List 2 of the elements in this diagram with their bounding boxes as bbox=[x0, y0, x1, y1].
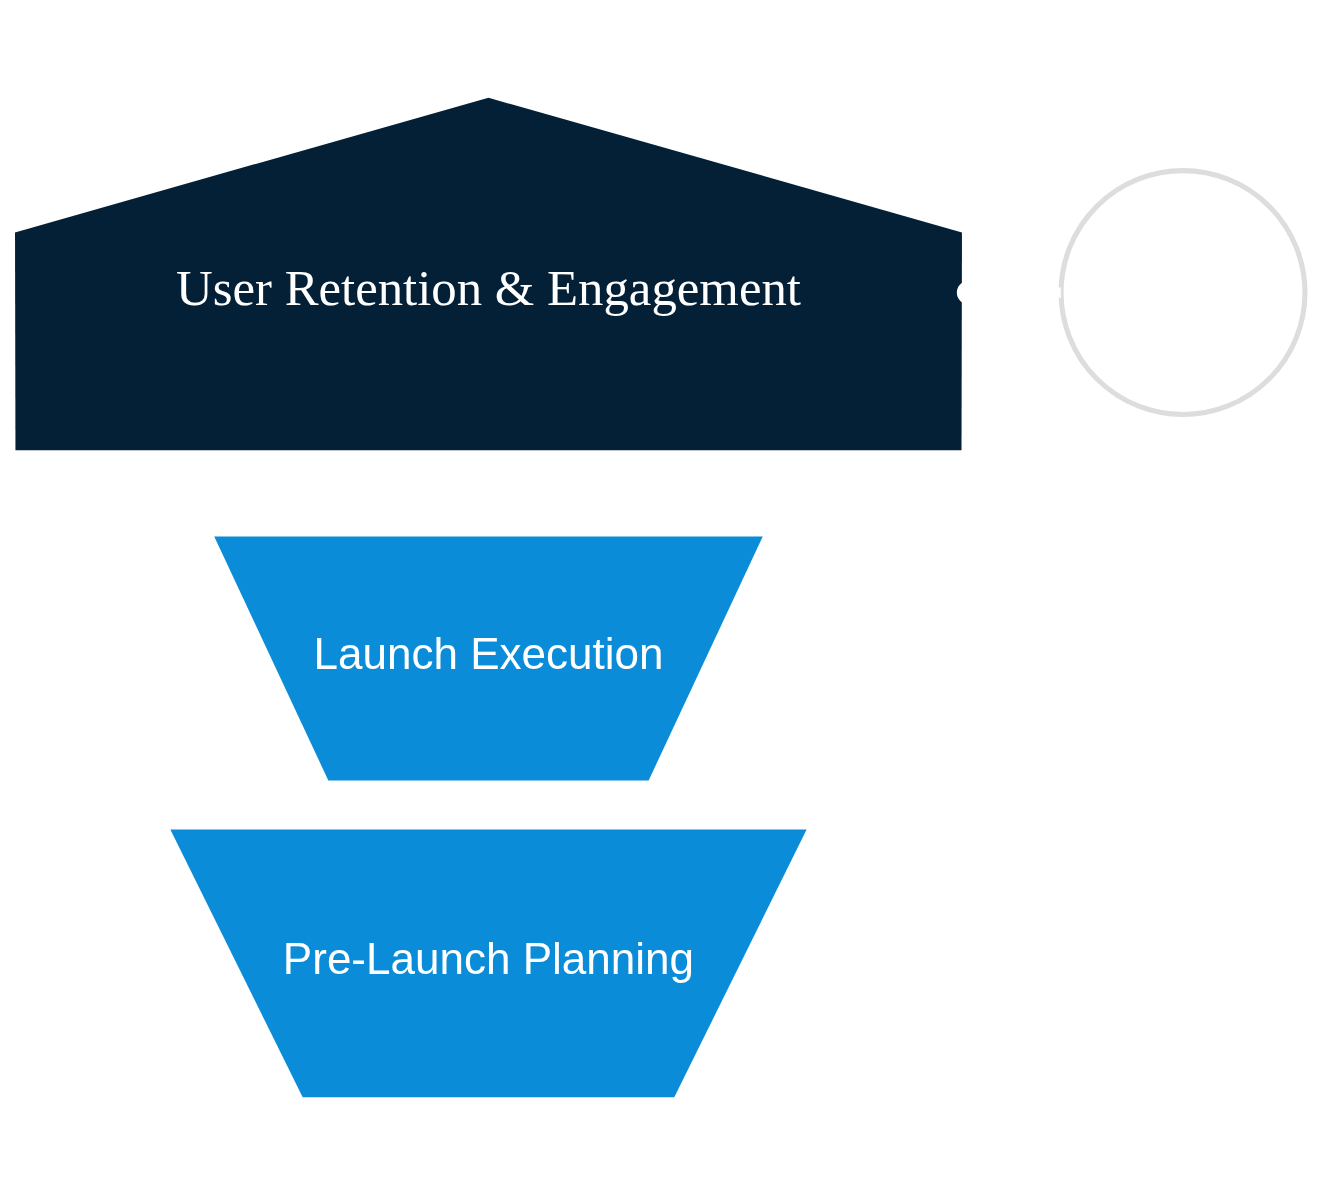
connector bbox=[956, 280, 1061, 304]
node-circle bbox=[1058, 167, 1308, 417]
